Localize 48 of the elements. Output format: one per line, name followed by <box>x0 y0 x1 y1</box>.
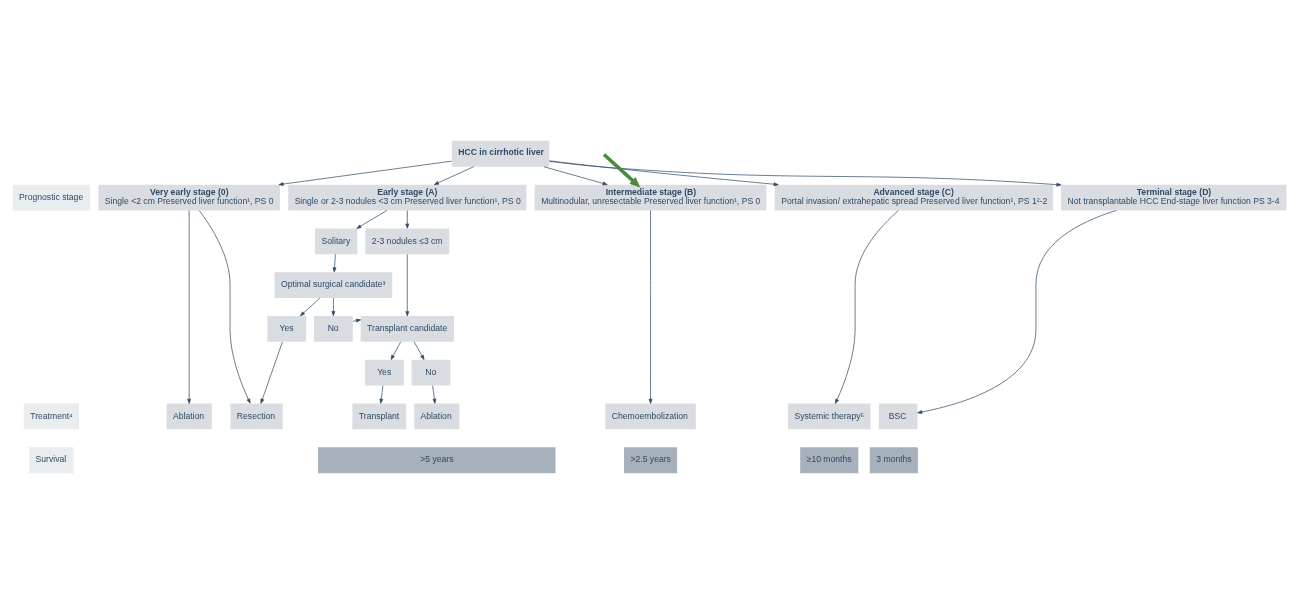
arrow <box>413 341 425 360</box>
arrow <box>602 152 641 187</box>
node-box: ≥10 months <box>800 446 859 473</box>
arrow <box>549 160 1062 186</box>
arrow <box>405 253 410 316</box>
node-box: Terminal stage (D) Not transplantable HCC End-stage liver function PS 3-4 <box>1061 184 1287 210</box>
node-box: >5 years <box>317 446 556 473</box>
node-box: Resection <box>230 403 283 429</box>
node-box: No <box>314 315 353 342</box>
node-box: Systemic therapy⁵ <box>788 403 871 429</box>
arrow <box>187 209 191 404</box>
arrow <box>331 297 336 316</box>
node-box: Ablation <box>414 403 460 429</box>
node-box: BSC <box>878 403 918 429</box>
node-box: Yes <box>267 315 307 342</box>
arrow <box>835 209 899 404</box>
arrow <box>390 341 402 360</box>
arrow <box>198 209 251 404</box>
arrow <box>549 159 779 186</box>
node-box: Solitary <box>315 227 358 254</box>
arrow <box>260 341 283 404</box>
arrow <box>405 209 410 229</box>
node-box: Intermediate stage (B) Multinodular, unresectable Preserved liver function¹, PS 0 <box>534 184 767 210</box>
node-box: Transplant <box>352 403 407 429</box>
arrow <box>432 384 437 404</box>
node-box: >2.5 years <box>624 446 678 473</box>
arrow <box>433 165 474 185</box>
arrow <box>543 165 608 185</box>
arrow <box>379 384 384 404</box>
node-box: Advanced stage (C) Portal invasion/ extrahepatic spread Preserved liver function¹, PS 1²-2 <box>774 184 1054 210</box>
arrow <box>352 318 362 322</box>
node-box: Ablation <box>166 403 212 429</box>
node-box: Optimal surgical candidate³ <box>274 271 393 298</box>
node-box: Transplant candidate <box>360 315 454 342</box>
arrow <box>300 297 321 316</box>
node-box: Chemoembolization <box>605 403 696 429</box>
arrow <box>917 209 1117 414</box>
arrow <box>356 209 388 229</box>
arrow <box>648 209 653 404</box>
node-box: Early stage (A) Single or 2-3 nodules <3 cm Preserved liver function¹, PS 0 <box>288 184 527 210</box>
node-box: 2-3 nodules ≤3 cm <box>365 227 450 254</box>
node-box: HCC in cirrhotic liver <box>451 140 550 167</box>
node-box: Yes <box>364 359 404 386</box>
arrow <box>332 253 337 272</box>
arrow <box>278 160 452 186</box>
node-box: 3 months <box>869 446 918 473</box>
node-box: Very early stage (0) Single <2 cm Preserved liver function¹, PS 0 <box>98 184 280 210</box>
node-box: No <box>411 359 451 386</box>
